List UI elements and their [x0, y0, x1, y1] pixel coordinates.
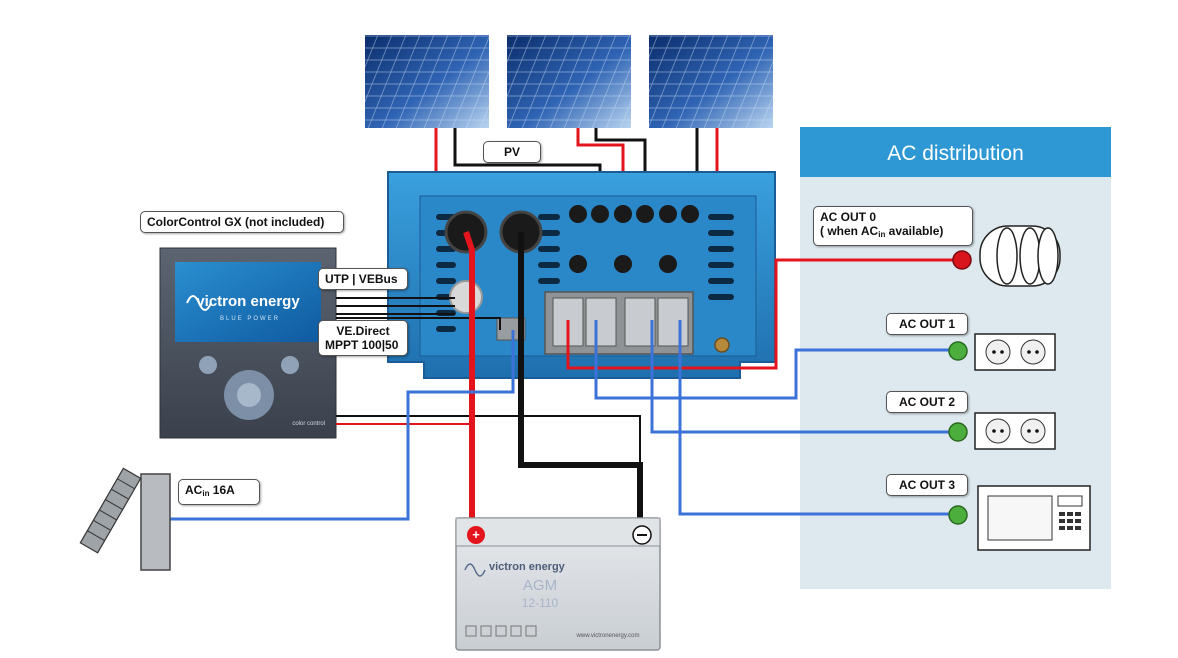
ac-in-suffix: 16A — [209, 483, 235, 497]
gx-negative-cable — [336, 415, 641, 525]
battery-model-line2: 12-110 — [522, 596, 559, 610]
shore-power-plug-icon — [79, 467, 171, 571]
solar-panel-1 — [365, 35, 489, 128]
solar-panel-3 — [649, 35, 773, 128]
ac-out-3-label: AC OUT 3 — [886, 474, 968, 496]
ac-out-3-led — [948, 505, 968, 525]
battery-website-text: www.victronenergy.com — [576, 633, 640, 639]
ac-out-0-line2-suffix: available) — [885, 224, 944, 238]
battery-model-line1: AGM — [523, 577, 557, 594]
pv-label: PV — [483, 141, 541, 163]
battery-positive-symbol: + — [472, 527, 480, 542]
ac-out-0-label: AC OUT 0 ( when ACin available) — [813, 206, 973, 246]
ac-out-0-line2-prefix: ( when AC — [820, 224, 879, 238]
ac-in-wire — [170, 330, 515, 521]
ac-out-1-led — [948, 341, 968, 361]
boiler-icon — [979, 225, 1061, 287]
battery-brand-text: victron energy — [489, 561, 566, 573]
battery-positive-cable — [463, 231, 475, 535]
ac-out-2-label: AC OUT 2 — [886, 391, 968, 413]
ac-in-subscript: in — [202, 489, 210, 498]
microwave-icon — [977, 485, 1091, 551]
ac-output-wires — [566, 258, 960, 516]
inverter-unit — [387, 171, 776, 379]
gx-model-text: color control — [292, 421, 325, 427]
victron-logo-icon — [186, 295, 212, 311]
ac-out-0-line1: AC OUT 0 — [820, 210, 877, 224]
ac-out-1-label: AC OUT 1 — [886, 313, 968, 335]
ac-out-0-line2-subscript: in — [878, 230, 886, 239]
vedirect-cable — [336, 317, 501, 330]
utp-vebus-label: UTP | VEBus — [318, 268, 408, 290]
gx-tagline-text: BLUE POWER — [220, 316, 280, 322]
vedirect-label-line2: MPPT 100|50 — [325, 338, 399, 352]
socket-icon-2 — [974, 412, 1056, 450]
ac-distribution-title: AC distribution — [887, 142, 1024, 165]
battery-certification-icons — [465, 625, 537, 637]
colorcontrol-gx-label: ColorControl GX (not included) — [140, 211, 344, 233]
vedirect-label-line1: VE.Direct — [336, 324, 390, 338]
ac-out-0-led — [952, 250, 972, 270]
battery-logo-icon — [464, 563, 486, 577]
utp-vebus-cables — [336, 297, 455, 315]
ac-panel-header — [800, 127, 1111, 177]
ac-out-0-line2: ( when ACin available) — [820, 224, 966, 242]
battery-positive-terminal-icon — [467, 526, 485, 544]
agm-battery: + — [455, 517, 661, 651]
vedirect-label: VE.Direct MPPT 100|50 — [318, 320, 408, 356]
ac-in-prefix: AC — [185, 483, 203, 497]
gx-brand-text: victron energy — [196, 293, 300, 310]
battery-negative-cable — [518, 232, 643, 530]
colorcontrol-gx-device — [159, 247, 337, 439]
socket-icon-1 — [974, 333, 1056, 371]
solar-panels — [365, 35, 773, 128]
ac-out-2-led — [948, 422, 968, 442]
solar-panel-2 — [507, 35, 631, 128]
ac-in-label: ACin 16A — [178, 479, 260, 505]
